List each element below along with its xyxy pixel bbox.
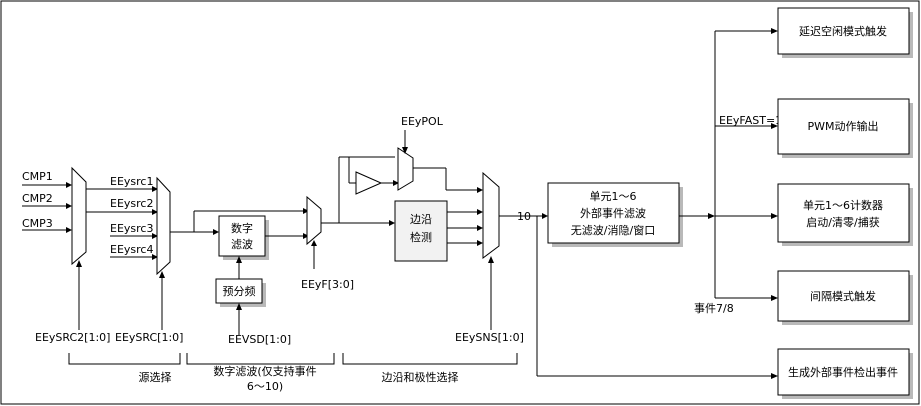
source-select-label: 源选择 — [139, 370, 172, 384]
interval-trigger-box — [777, 270, 910, 322]
counter-box — [777, 183, 910, 243]
digital-filter-label-1: 数字 — [231, 221, 253, 235]
digital-filter-bracket — [186, 353, 335, 365]
counter-label-2: 启动/清零/捕获 — [806, 215, 879, 229]
unit-filter-label-3: 无滤波/消隐/窗口 — [571, 223, 655, 237]
edge-detect-label-1: 边沿 — [410, 213, 432, 226]
sns-select-label: EEySNS[1:0] — [455, 331, 524, 344]
prescaler-label: 预分频 — [223, 284, 256, 298]
edge-polarity-label: 边沿和极性选择 — [382, 370, 459, 384]
unit-filter-label-1: 单元1～6 — [590, 190, 637, 203]
digital-filter-section-label-2: 6～10) — [247, 380, 283, 393]
filter-select-label: EEyF[3:0] — [301, 278, 354, 291]
pwm-output-box — [777, 98, 910, 155]
filter-mux — [306, 195, 322, 246]
delay-idle-label: 延迟空闲模式触发 — [799, 24, 887, 38]
unit-filter-block — [547, 182, 680, 244]
sns-mux — [482, 171, 500, 259]
cmp2-arrow — [66, 203, 72, 209]
digital-filter-label-2: 滤波 — [231, 238, 253, 251]
cmp2-label: CMP2 — [22, 192, 53, 205]
cmp3-arrow — [66, 227, 72, 233]
src-select-label: EEySRC[1:0] — [115, 331, 183, 344]
src1-label: EEysrc1 — [110, 175, 153, 188]
gen-event-box — [777, 348, 910, 396]
src2-label: EEysrc2 — [110, 197, 153, 210]
src2-mux — [71, 166, 87, 266]
inverter-gate — [355, 171, 383, 195]
counter-label-1: 单元1～6计数器 — [803, 199, 883, 212]
src4-label: EEysrc4 — [110, 243, 153, 256]
cmp1-arrow — [66, 182, 72, 188]
pwm-output-label: PWM动作输出 — [807, 119, 878, 133]
gen-event-label: 生成外部事件检出事件 — [788, 365, 898, 379]
cmp3-label: CMP3 — [22, 217, 53, 230]
event-label: 事件7/8 — [694, 302, 734, 315]
source-select-bracket — [68, 353, 181, 365]
fast-label: EEyFAST=1 — [719, 114, 782, 127]
signal-code: 10 — [517, 210, 531, 223]
src3-label: EEysrc3 — [110, 222, 153, 235]
edge-detect-block — [394, 200, 448, 262]
interval-trigger-label: 间隔模式触发 — [810, 289, 876, 303]
vsd-select-label: EEVSD[1:0] — [228, 333, 291, 346]
src2-select-label: EEySRC2[1:0] — [35, 331, 110, 344]
delay-idle-box — [777, 7, 910, 55]
cmp1-label: CMP1 — [22, 170, 53, 183]
src-mux — [156, 176, 171, 276]
polarity-label: EEyPOL — [401, 115, 444, 128]
digital-filter-section-label-1: 数字滤波(仅支持事件 — [213, 364, 316, 378]
edge-polarity-bracket — [342, 353, 518, 365]
polarity-mux — [397, 147, 414, 191]
edge-detect-label-2: 检测 — [410, 230, 432, 244]
unit-filter-label-2: 外部事件滤波 — [580, 206, 646, 220]
